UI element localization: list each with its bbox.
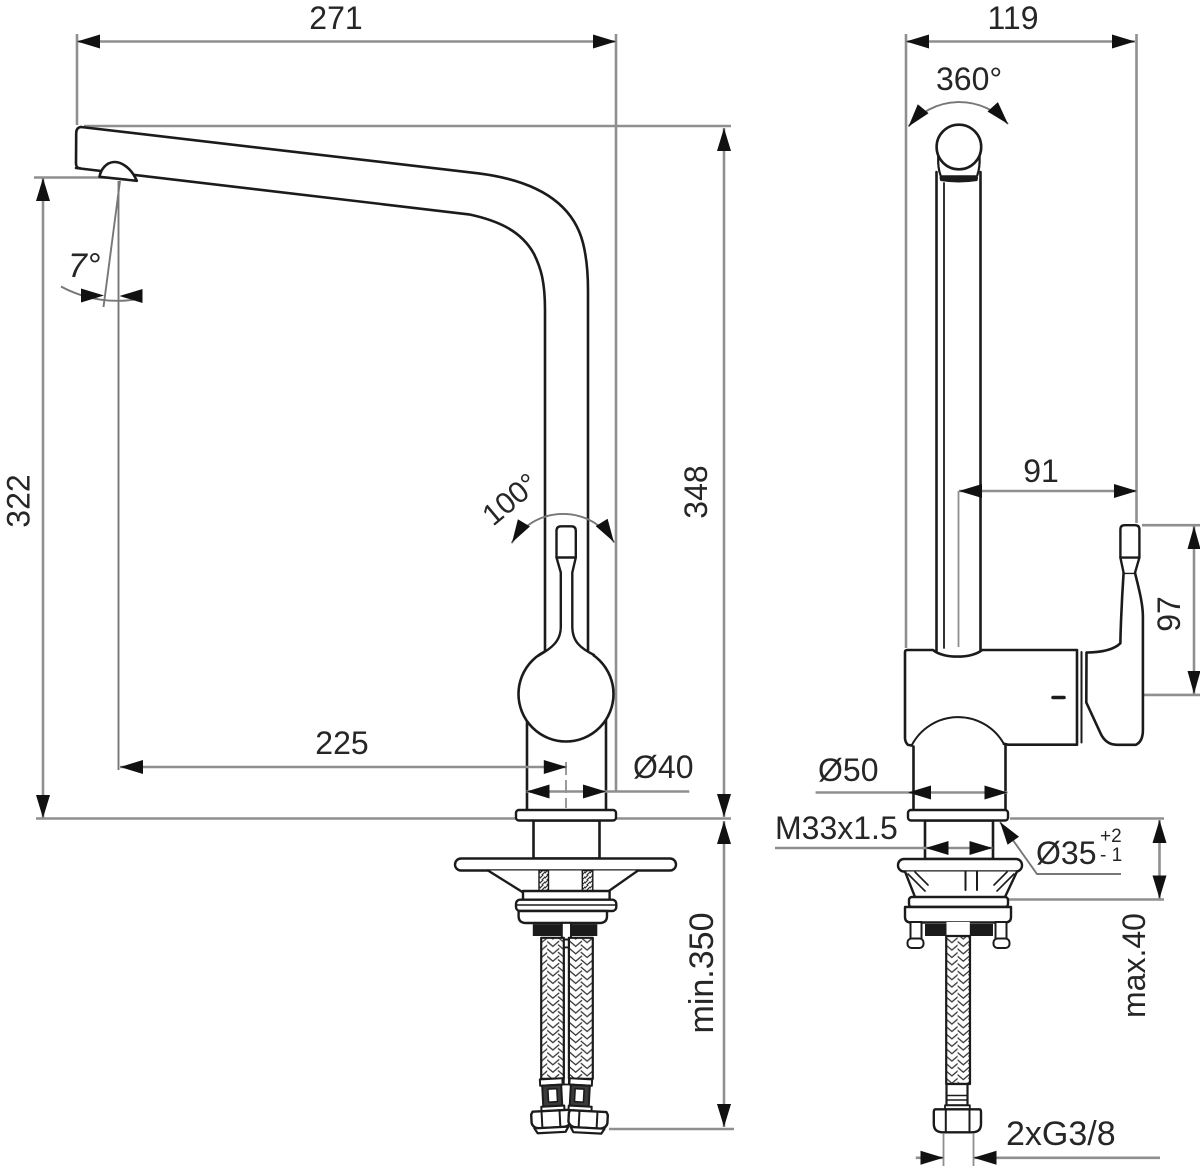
svg-text:Ø35: Ø35 bbox=[1036, 835, 1096, 871]
svg-text:225: 225 bbox=[315, 725, 368, 761]
svg-text:119: 119 bbox=[987, 0, 1038, 36]
svg-text:min.350: min.350 bbox=[683, 913, 721, 1034]
svg-text:360°: 360° bbox=[936, 61, 1002, 97]
svg-text:271: 271 bbox=[309, 0, 362, 36]
svg-text:+2: +2 bbox=[1100, 826, 1122, 847]
svg-text:- 1: - 1 bbox=[1100, 845, 1122, 866]
svg-text:348: 348 bbox=[678, 465, 714, 518]
svg-text:7°: 7° bbox=[68, 247, 101, 285]
svg-text:91: 91 bbox=[1023, 453, 1059, 489]
svg-text:max.40: max.40 bbox=[1116, 913, 1152, 1018]
svg-text:M33x1.5: M33x1.5 bbox=[775, 810, 898, 846]
svg-text:Ø40: Ø40 bbox=[633, 749, 693, 785]
svg-text:97: 97 bbox=[1151, 596, 1187, 632]
svg-text:2xG3/8: 2xG3/8 bbox=[1006, 1115, 1116, 1153]
svg-text:100°: 100° bbox=[476, 467, 545, 532]
svg-text:Ø50: Ø50 bbox=[818, 752, 878, 788]
svg-text:322: 322 bbox=[1, 474, 37, 527]
